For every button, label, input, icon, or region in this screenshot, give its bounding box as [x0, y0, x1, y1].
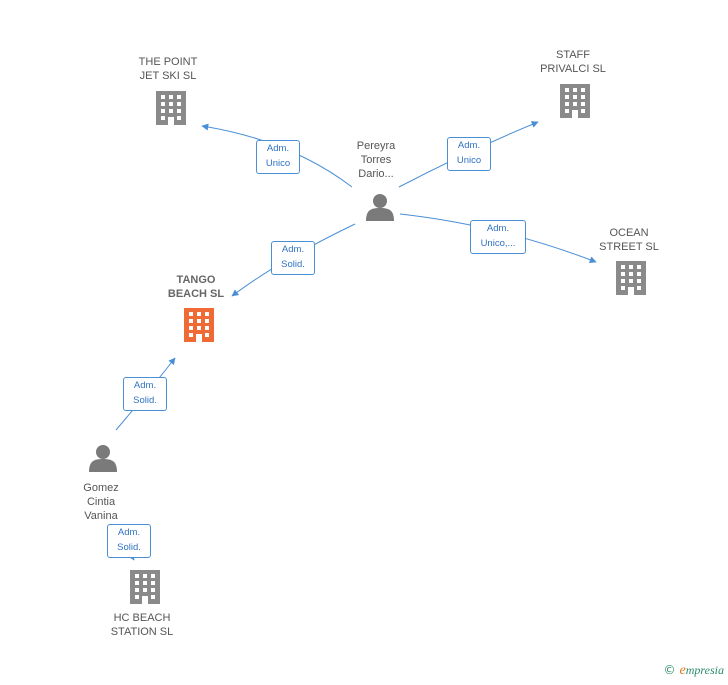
building-icon: [184, 308, 214, 342]
edge-label-adm-solid[interactable]: Adm. Solid.: [271, 241, 315, 275]
node-label-hc[interactable]: HC BEACH STATION SL: [110, 612, 174, 638]
edge-label-adm-unico[interactable]: Adm. Unico: [256, 140, 300, 174]
edge-label-adm-solid[interactable]: Adm. Solid.: [107, 524, 151, 558]
brand-name: mpresia: [685, 663, 724, 677]
node-label-ocean[interactable]: OCEAN STREET SL: [599, 227, 659, 253]
copyright-symbol: ©: [663, 663, 676, 677]
edge-label-adm-unico[interactable]: Adm. Unico: [447, 137, 491, 171]
person-icon: [366, 194, 394, 221]
building-icon: [560, 84, 590, 118]
building-icon: [616, 261, 646, 295]
person-icon: [89, 445, 117, 472]
edge-label-adm-solid[interactable]: Adm. Solid.: [123, 377, 167, 411]
node-label-gomez[interactable]: Gomez Cintia Vanina: [83, 482, 119, 522]
brand-initial: e: [679, 663, 686, 678]
building-icon: [156, 91, 186, 125]
node-label-the-point[interactable]: THE POINT JET SKI SL: [138, 56, 198, 82]
building-icon: [130, 570, 160, 604]
brand-logo: ©empresia: [664, 663, 724, 679]
node-label-tango[interactable]: TANGO BEACH SL: [167, 274, 225, 300]
node-label-staff[interactable]: STAFF PRIVALCI SL: [540, 49, 606, 75]
edge-label-adm-unico-more[interactable]: Adm. Unico,...: [470, 220, 526, 254]
node-label-pereyra[interactable]: Pereyra Torres Dario...: [356, 140, 396, 180]
